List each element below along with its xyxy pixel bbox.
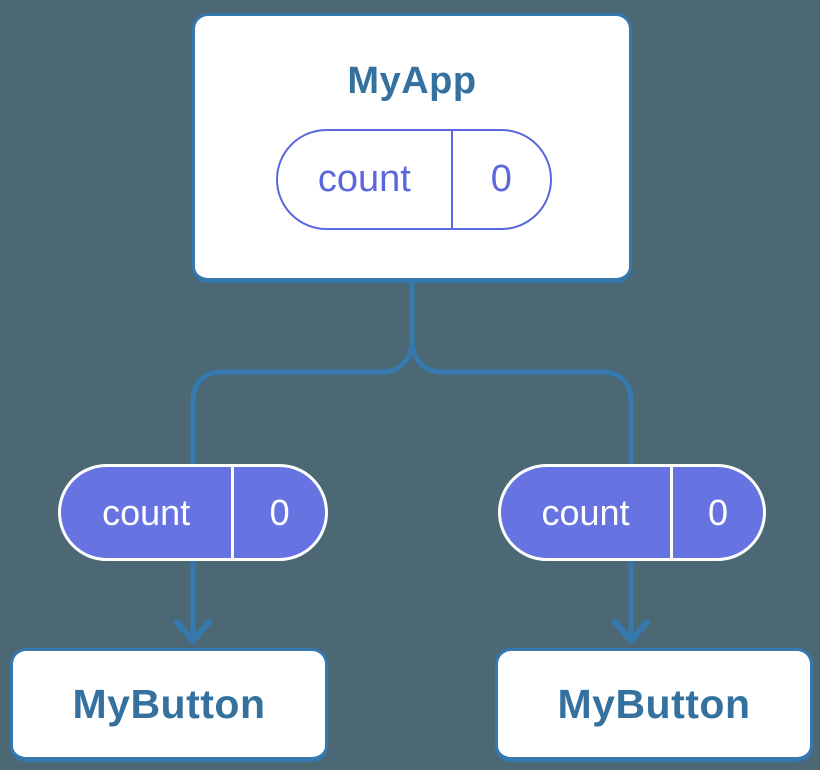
state-value: 0 xyxy=(450,131,550,228)
state-value: 0 xyxy=(669,467,763,558)
node-myapp: MyApp count 0 xyxy=(192,13,632,283)
node-mybutton-right: MyButton xyxy=(495,648,813,762)
state-value: 0 xyxy=(231,467,325,558)
node-title: MyButton xyxy=(557,680,751,727)
state-name: count xyxy=(541,491,630,533)
state-name: count xyxy=(317,158,411,200)
state-pill-root: count 0 xyxy=(276,129,552,230)
state-pill-left-child: count 0 xyxy=(58,464,328,561)
state-name: count xyxy=(102,491,191,533)
node-title: MyButton xyxy=(72,680,266,727)
edge-left-branch xyxy=(190,339,415,637)
arrow-down-icon-left xyxy=(174,619,212,644)
arrow-down-icon-right xyxy=(612,619,650,644)
node-title: MyApp xyxy=(347,60,477,102)
edge-right-branch xyxy=(409,339,634,637)
state-pill-right-child: count 0 xyxy=(498,464,766,561)
node-mybutton-left: MyButton xyxy=(10,648,328,762)
